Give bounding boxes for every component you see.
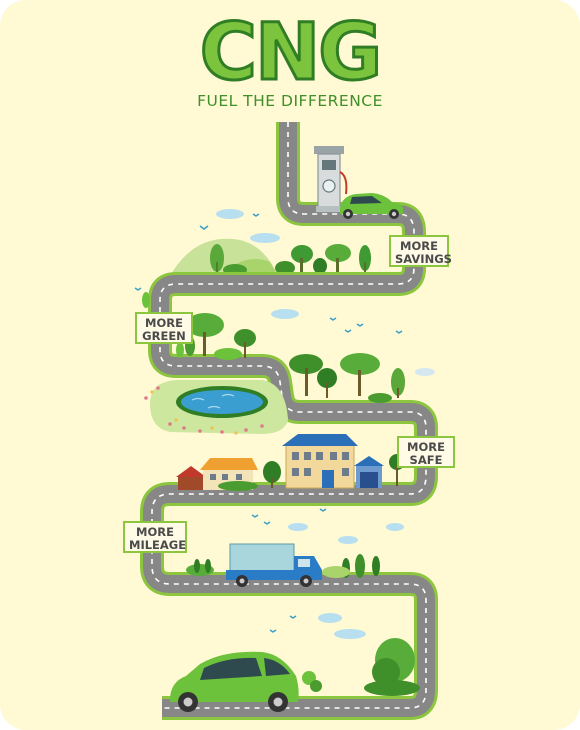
milestone-sign-safe: MORE SAFE	[397, 436, 455, 468]
milestone-line: MILEAGE	[129, 538, 187, 552]
page-title: CNG	[198, 7, 384, 100]
milestone-sign-mileage: MORE MILEAGE	[123, 521, 187, 553]
tagline: FUEL THE DIFFERENCE	[197, 92, 383, 110]
cloud-icon	[216, 209, 435, 639]
car-icon	[170, 651, 299, 712]
milestone-line: MORE	[136, 525, 174, 539]
tree-icon	[186, 554, 380, 578]
tree-icon	[142, 292, 405, 403]
house-icon	[176, 434, 384, 490]
tree-icon	[302, 638, 420, 696]
milestone-sign-green: MORE GREEN	[135, 312, 193, 344]
milestone-line: MORE	[407, 440, 445, 454]
truck-icon	[226, 543, 322, 587]
milestone-line: MORE	[400, 239, 438, 253]
car-icon	[340, 193, 404, 219]
bird-icon	[134, 213, 403, 633]
milestone-line: SAVINGS	[395, 252, 452, 266]
fuel-pump-icon	[314, 146, 348, 213]
milestone-line: MORE	[145, 316, 183, 330]
road	[140, 122, 438, 720]
pond-icon	[144, 380, 288, 435]
milestone-sign-savings: MORE SAVINGS	[389, 235, 452, 267]
milestone-line: SAFE	[409, 453, 443, 467]
milestone-line: GREEN	[142, 329, 186, 343]
